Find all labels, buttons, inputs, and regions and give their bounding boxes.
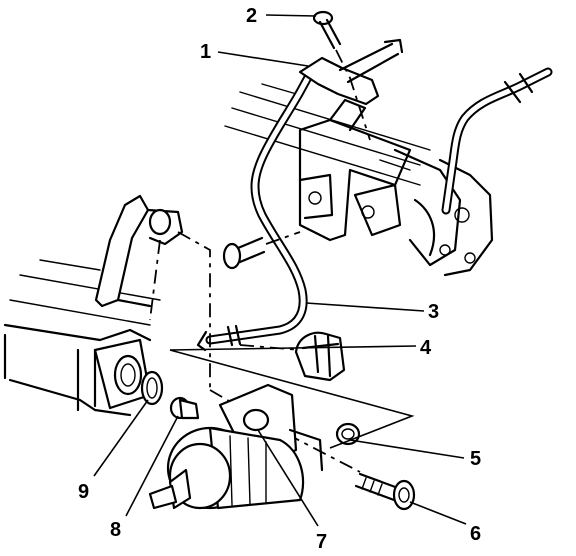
fuel-rail-o-ring-icon [140,370,164,406]
retainer-clip-icon [294,331,346,382]
callout-4: 4 [420,337,432,359]
leader-lines [93,14,467,527]
callout-8: 8 [110,519,121,541]
regulator-inlet-seal-icon [169,396,200,420]
callout-3: 3 [428,301,439,323]
fuel-return-pipe-bracket-icon [298,38,404,106]
bracket-bolt-icon [312,10,371,141]
callout-7: 7 [316,531,327,553]
regulator-mounting-bolt-icon [354,472,416,511]
callout-6: 6 [470,523,481,545]
callout-1: 1 [200,41,211,63]
fuel-return-pipe-icon [196,65,317,352]
fuel-feed-pipe-icon [441,67,553,215]
pipe-bolt-icon [222,231,301,270]
callout-9: 9 [78,481,89,503]
callout-2: 2 [246,5,257,27]
fuel-rail-lower [3,194,184,417]
callout-5: 5 [470,448,481,470]
fuel-pressure-regulator-icon [148,383,324,510]
intake-manifold-upper [224,83,494,277]
